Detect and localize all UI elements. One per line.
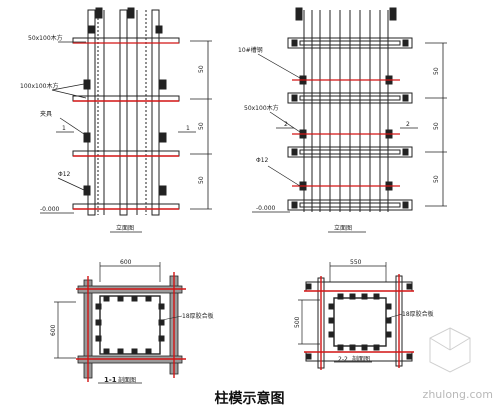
- section-mark-left: 2: [284, 121, 288, 128]
- dim-height: 500: [294, 316, 301, 328]
- section-mark-right: 2: [406, 121, 410, 128]
- left-elevation-texts: 50x100木方 100x100木方 夹具 Φ12 -0.000 1 1 立面图…: [20, 34, 205, 232]
- clamp-blocks: [83, 25, 167, 196]
- left-dimension-line: [190, 40, 212, 210]
- dim-2: 50: [198, 122, 205, 130]
- label-level: -0.000: [256, 205, 276, 212]
- label-plywood: 18厚胶合板: [182, 312, 214, 320]
- drawing-title: 柱模示意图: [214, 391, 285, 407]
- dim-width: 600: [120, 259, 132, 266]
- dim-width: 550: [350, 259, 362, 266]
- dim-3: 50: [198, 176, 205, 184]
- horizontal-yokes: [72, 37, 180, 210]
- channel-steel-bands: [287, 37, 413, 211]
- section-2-2: [298, 262, 414, 370]
- right-elevation: [252, 7, 447, 233]
- right-elevation-texts: 10#槽钢 50x100木方 2 2 Φ12 -0.000 立面图 50 50 …: [238, 46, 440, 232]
- label-bolt: Φ12: [256, 157, 269, 164]
- caption-num: 1-1: [104, 376, 117, 384]
- section-1-texts: 600 600 18厚胶合板 1-1 剖面图: [50, 259, 214, 384]
- label-bolt: Φ12: [58, 171, 71, 178]
- label-wood-small: 50x100木方: [28, 34, 63, 42]
- label-clamp: 夹具: [40, 110, 52, 118]
- caption-text: 剖面图: [352, 355, 370, 363]
- elevation-caption: 立面图: [116, 224, 134, 232]
- label-wood-large: 100x100木方: [20, 82, 58, 90]
- label-channel: 10#槽钢: [238, 46, 263, 54]
- section-1-1: [54, 262, 186, 384]
- dim-3: 50: [433, 175, 440, 183]
- dim-2: 50: [433, 122, 440, 130]
- caption-text: 剖面图: [118, 376, 136, 384]
- label-wood: 50x100木方: [244, 104, 279, 112]
- section-mark-left: 1: [62, 125, 66, 132]
- red-bolts: [292, 79, 400, 187]
- elevation-caption: 立面图: [334, 224, 352, 232]
- label-level: -0.000: [40, 206, 60, 213]
- left-elevation: [40, 7, 212, 233]
- section-mark-right: 1: [186, 125, 190, 132]
- caption-num: 2-2: [338, 356, 348, 363]
- vertical-studs: [87, 9, 160, 216]
- vertical-studs: [303, 10, 389, 212]
- watermark-logo-icon: [429, 327, 471, 373]
- dim-1: 50: [198, 65, 205, 73]
- section-2-texts: 550 500 18厚胶合板 2-2 剖面图: [294, 259, 434, 363]
- watermark-text: zhulong.com: [422, 388, 493, 401]
- label-plywood: 18厚胶合板: [402, 310, 434, 318]
- dim-1: 50: [433, 67, 440, 75]
- dim-height: 600: [50, 324, 57, 336]
